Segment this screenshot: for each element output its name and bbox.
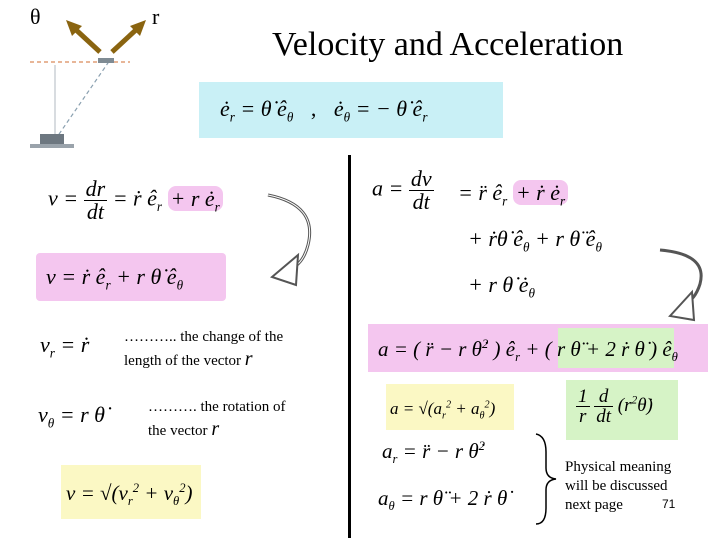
theta-unit-arrow <box>72 26 102 54</box>
theta-label: θ <box>30 4 41 29</box>
radial-dashed-line <box>54 59 111 141</box>
radial-velocity: vr = ṙ <box>40 332 90 361</box>
curved-arrow-left <box>267 193 312 287</box>
unit-vector-derivatives: ėr = θ̇ êθ , ėθ = − θ̇ êr <box>220 96 428 125</box>
velocity-magnitude: v = √(vr2 + vθ2) <box>66 481 193 509</box>
velocity-result: v = ṙ êr + r θ̇ êθ <box>46 264 184 293</box>
radar-station-icon <box>40 134 64 144</box>
velocity-result-box <box>36 253 226 301</box>
curved-arrow-right <box>659 248 703 322</box>
transverse-acceleration: aθ = r θ̈ + 2 ṙ θ̇ <box>378 486 508 514</box>
acceleration-transverse-box <box>558 328 674 368</box>
acceleration-line-1: = r̈ êr + ṙ ėr <box>458 180 569 208</box>
radial-velocity-note: ……….. the change of the length of the ve… <box>124 329 284 370</box>
physical-meaning-note: Physical meaning will be discussed next … <box>565 459 672 513</box>
aircraft-icon <box>98 58 114 63</box>
acceleration-result: a = ( r̈ − r θ̇2 ) êr + ( r θ̈ + 2 ṙ θ̇ … <box>378 337 678 365</box>
polar-diagram <box>30 20 146 148</box>
transverse-velocity-note: ………. the rotation of the vector r <box>148 399 286 440</box>
page-number: 71 <box>662 497 676 511</box>
acceleration-magnitude: a = √(ar2 + aθ2) <box>390 399 496 422</box>
ground-icon <box>30 144 74 148</box>
r-unit-arrowhead <box>130 20 146 36</box>
theta-unit-arrowhead <box>66 20 82 36</box>
bracket <box>535 433 557 525</box>
column-divider <box>348 155 351 538</box>
radial-acceleration: ar = r̈ − r θ̇2 <box>382 439 485 467</box>
acceleration-magnitude-box <box>386 384 514 430</box>
atheta-alternative-box <box>566 380 678 440</box>
page-title: Velocity and Acceleration <box>272 26 624 63</box>
acceleration-line-3: + r θ̇ ėθ <box>468 272 535 301</box>
velocity-magnitude-box <box>61 465 201 519</box>
unit-vector-derivatives-box <box>199 82 503 138</box>
r-unit-arrow <box>110 26 140 54</box>
transverse-velocity: vθ = r θ̇ <box>38 402 105 431</box>
acceleration-line-2: + ṙθ̇ êθ + r θ̈ êθ <box>468 226 602 255</box>
r-label: r <box>152 4 160 29</box>
